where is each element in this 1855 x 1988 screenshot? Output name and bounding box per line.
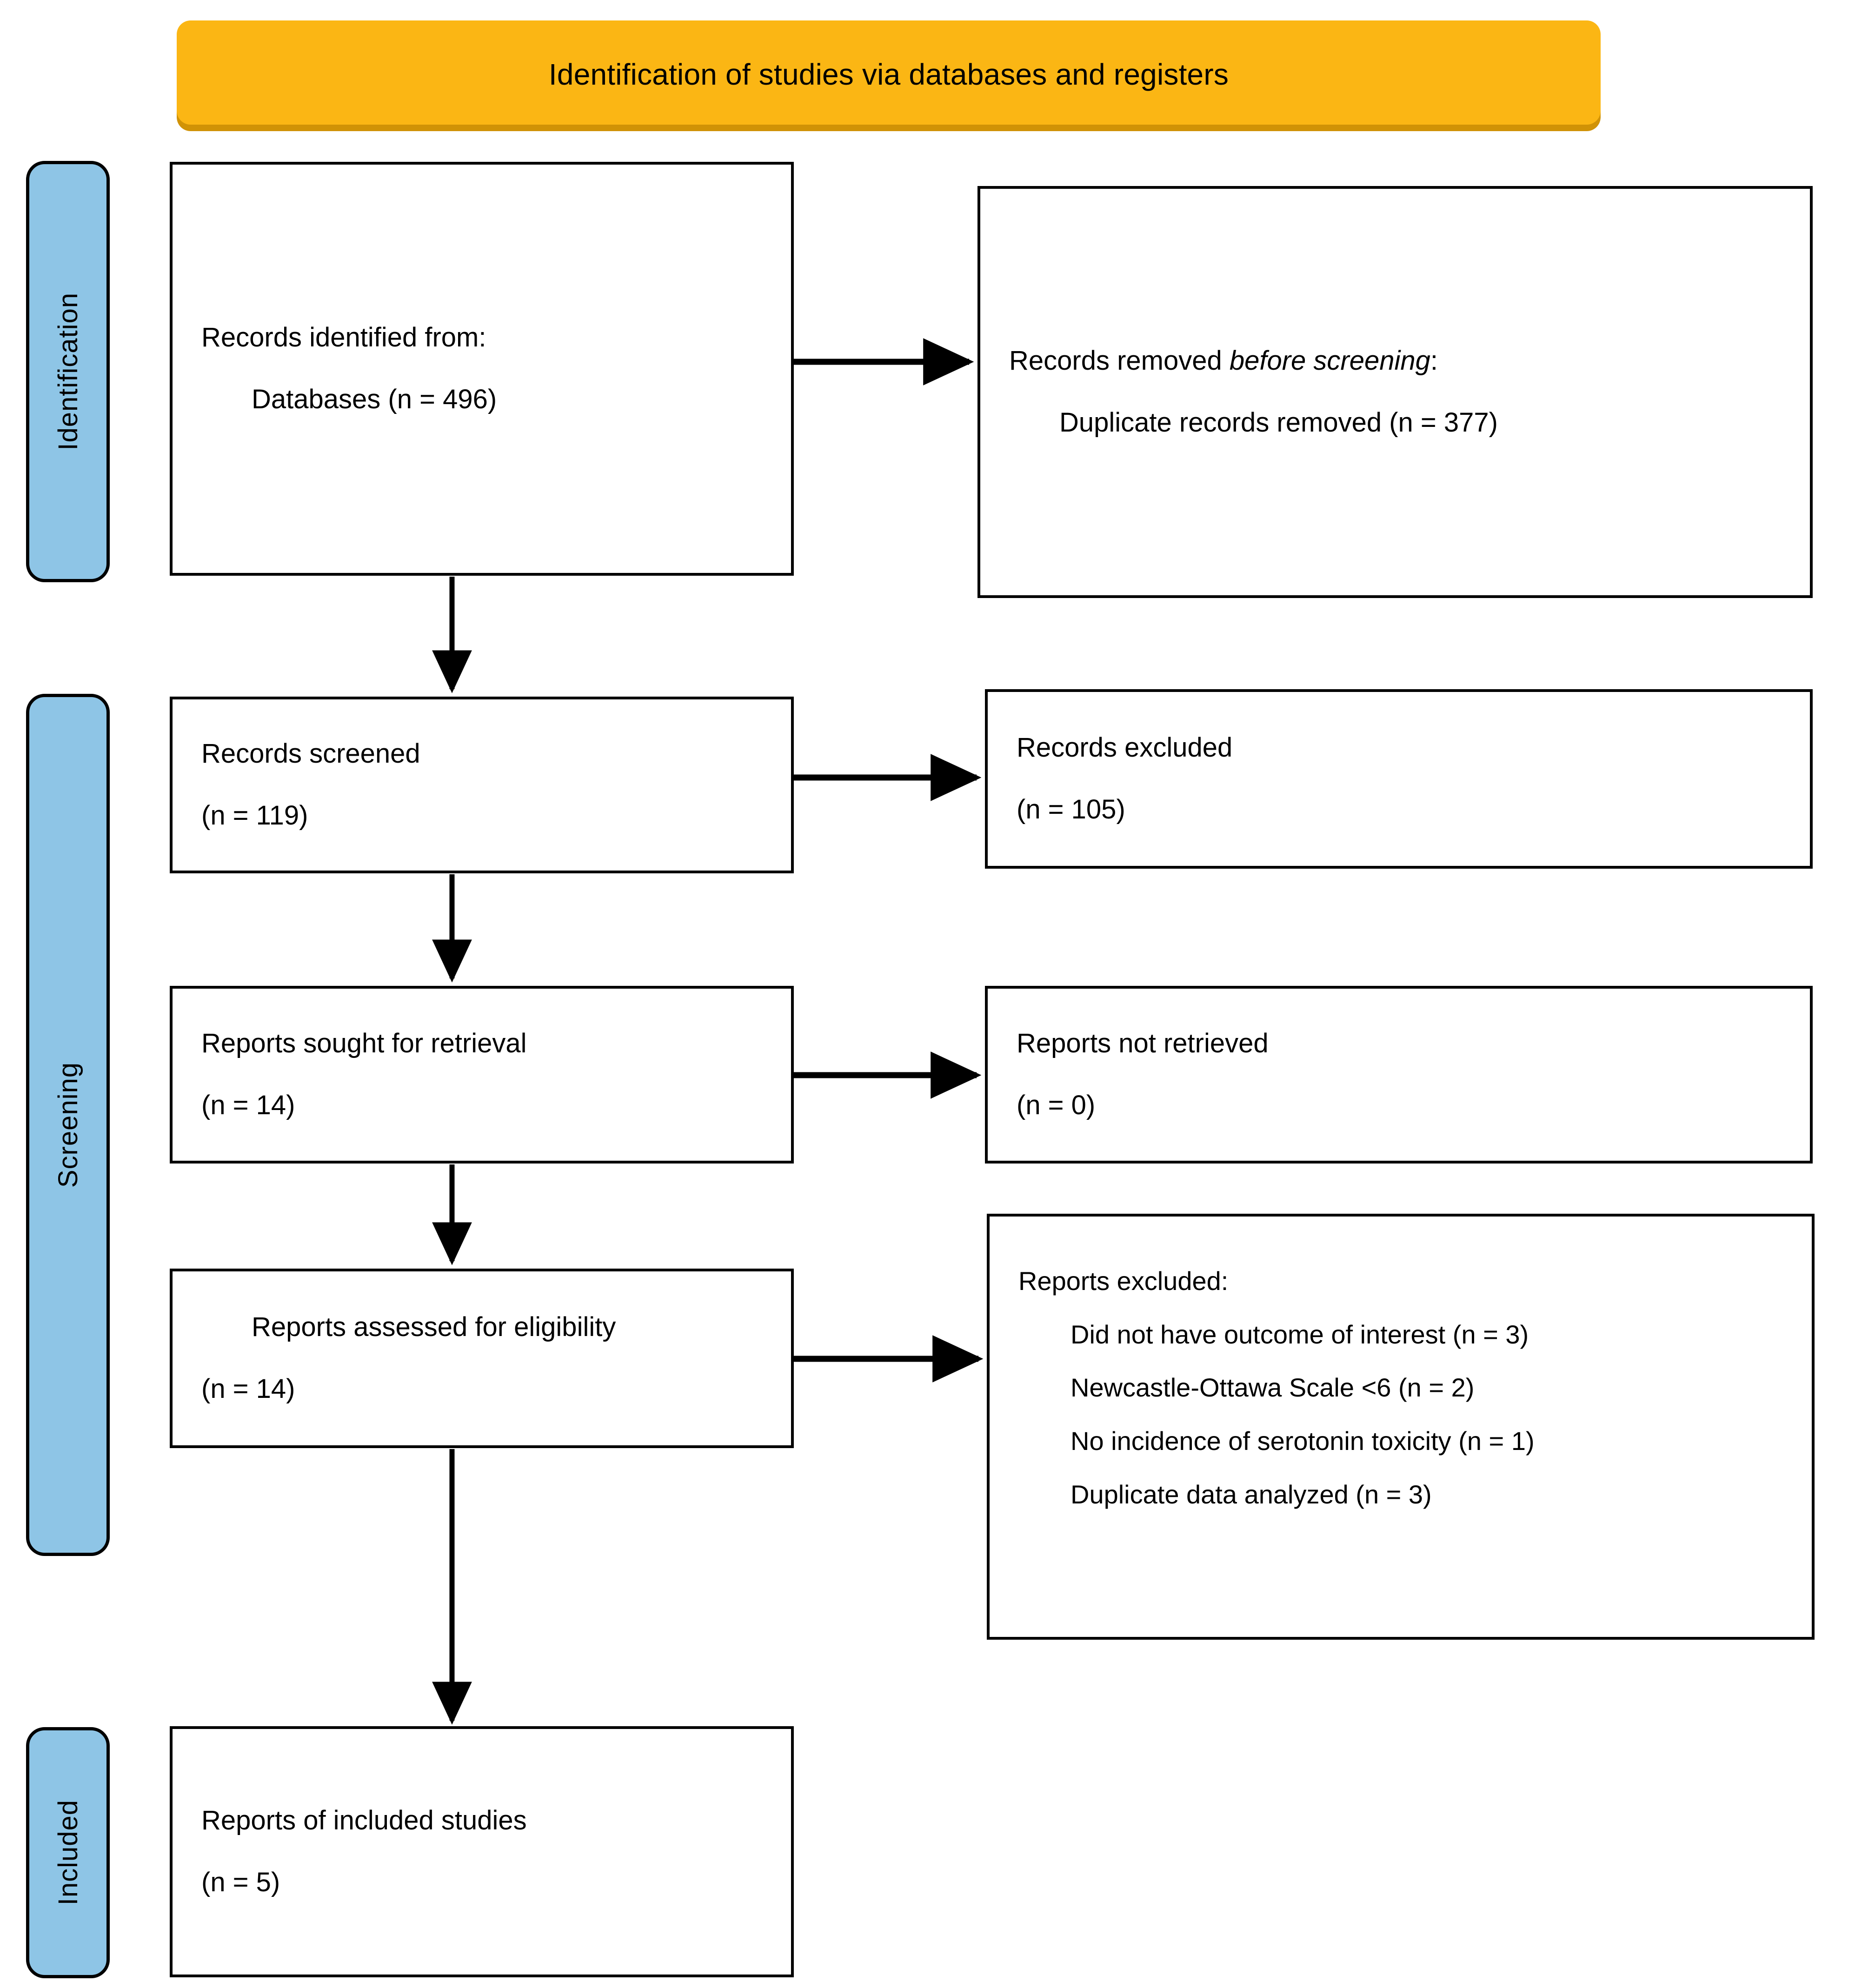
reports-not-retrieved-heading: Reports not retrieved (1017, 1028, 1269, 1059)
stage-tab-identification: Identification (26, 161, 110, 582)
reports-excluded-reason: No incidence of serotonin toxicity (n = … (1070, 1426, 1535, 1456)
reports-sought-heading: Reports sought for retrieval (201, 1028, 527, 1059)
box-reports-not-retrieved: Reports not retrieved (n = 0) (985, 986, 1813, 1164)
diagram-header-banner: Identification of studies via databases … (177, 20, 1601, 128)
records-removed-heading-c: : (1430, 346, 1438, 376)
reports-assessed-heading: Reports assessed for eligibility (252, 1312, 616, 1343)
reports-excluded-reason: Duplicate data analyzed (n = 3) (1070, 1479, 1432, 1509)
box-records-screened: Records screened (n = 119) (170, 697, 794, 873)
box-reports-assessed-for-eligibility: Reports assessed for eligibility (n = 14… (170, 1269, 794, 1448)
records-excluded-heading: Records excluded (1017, 732, 1233, 763)
stage-tab-screening: Screening (26, 694, 110, 1556)
reports-excluded-reason: Newcastle-Ottawa Scale <6 (n = 2) (1070, 1373, 1475, 1403)
reports-excluded-heading: Reports excluded: (1018, 1266, 1229, 1296)
box-records-identified: Records identified from: Databases (n = … (170, 162, 794, 576)
stage-tab-included-label: Included (53, 1800, 83, 1906)
box-records-excluded: Records excluded (n = 105) (985, 689, 1813, 869)
records-screened-count: (n = 119) (201, 800, 308, 831)
records-removed-heading-emphasis: before screening (1229, 346, 1430, 376)
reports-not-retrieved-count: (n = 0) (1017, 1090, 1096, 1120)
records-identified-heading: Records identified from: (201, 322, 486, 353)
stage-tab-screening-label: Screening (53, 1062, 83, 1188)
stage-tab-identification-label: Identification (53, 293, 83, 451)
box-reports-excluded: Reports excluded: Did not have outcome o… (987, 1214, 1815, 1640)
records-identified-databases: Databases (n = 496) (252, 384, 497, 414)
included-studies-count: (n = 5) (201, 1867, 280, 1897)
records-removed-heading-a: Records removed (1009, 346, 1230, 376)
records-screened-heading: Records screened (201, 738, 420, 769)
box-reports-sought-for-retrieval: Reports sought for retrieval (n = 14) (170, 986, 794, 1164)
records-excluded-count: (n = 105) (1017, 794, 1125, 824)
duplicate-records-removed: Duplicate records removed (n = 377) (1059, 407, 1498, 438)
reports-sought-count: (n = 14) (201, 1090, 295, 1120)
box-records-removed-before-screening: Records removed before screening: Duplic… (977, 186, 1813, 598)
box-reports-of-included-studies: Reports of included studies (n = 5) (170, 1726, 794, 1977)
reports-excluded-reason: Did not have outcome of interest (n = 3) (1070, 1319, 1529, 1349)
records-removed-heading: Records removed before screening: (1009, 346, 1791, 376)
included-studies-heading: Reports of included studies (201, 1805, 527, 1836)
stage-tab-included: Included (26, 1727, 110, 1978)
reports-assessed-count: (n = 14) (201, 1374, 295, 1404)
diagram-title: Identification of studies via databases … (548, 58, 1229, 91)
